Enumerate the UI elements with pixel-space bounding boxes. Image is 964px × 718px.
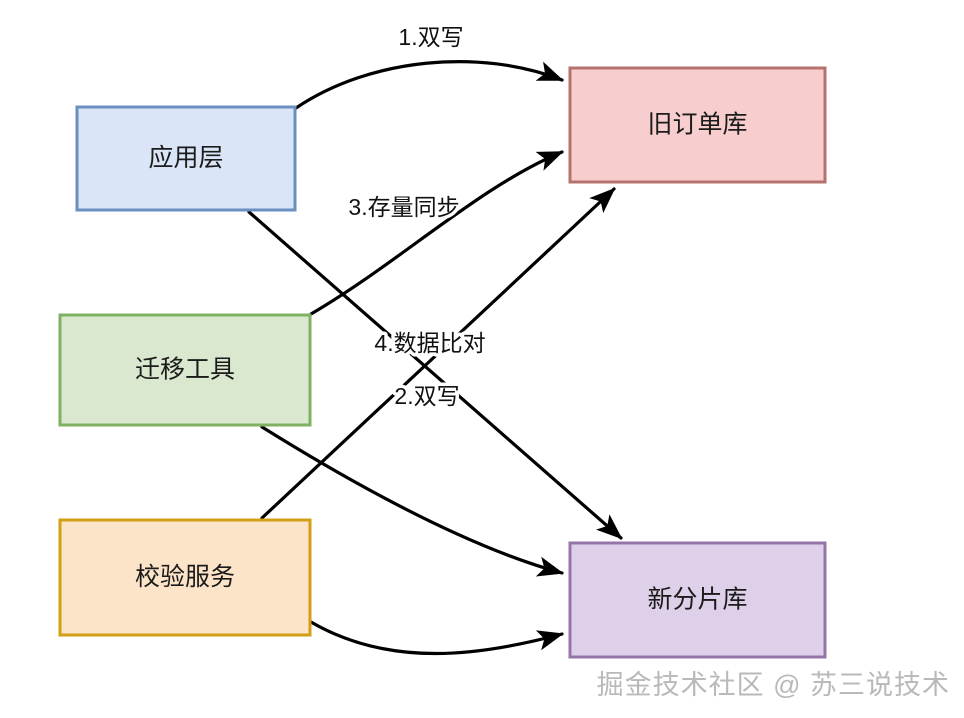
node-migration-tool[interactable]: 迁移工具 xyxy=(58,313,312,427)
node-label-old-order-db: 旧订单库 xyxy=(647,111,747,139)
node-new-shard-db[interactable]: 新分片库 xyxy=(568,541,827,659)
node-app-layer[interactable]: 应用层 xyxy=(75,105,297,212)
node-label-validation-service: 校验服务 xyxy=(135,563,235,591)
edge-label-halo: 3.存量同步 xyxy=(348,194,459,220)
node-box-migration-tool xyxy=(58,313,312,427)
edges-layer xyxy=(247,60,623,656)
edge-label-halo: 4.数据比对 xyxy=(374,330,485,356)
node-label-app-layer: 应用层 xyxy=(148,144,223,172)
edge-app-layer-to-old-order-db xyxy=(294,60,564,110)
edge-label-edge-migration-to-old: 3.存量同步 xyxy=(348,194,459,220)
edge-migration-tool-to-old-order-db xyxy=(309,150,564,316)
edge-migration-tool-to-new-shard-db xyxy=(260,425,564,577)
node-validation-service[interactable]: 校验服务 xyxy=(58,518,312,637)
node-box-validation-service xyxy=(58,518,312,637)
node-box-old-order-db xyxy=(568,66,827,184)
edge-label-halo: 1.双写 xyxy=(398,24,463,50)
node-label-new-shard-db: 新分片库 xyxy=(647,586,747,614)
edge-label-edge-validation-to-old: 4.数据比对 xyxy=(374,330,485,356)
edge-label-halo: 2.双写 xyxy=(394,383,459,409)
node-box-app-layer xyxy=(75,105,297,212)
node-box-new-shard-db xyxy=(568,541,827,659)
node-label-migration-tool: 迁移工具 xyxy=(135,356,235,384)
node-old-order-db[interactable]: 旧订单库 xyxy=(568,66,827,184)
watermark-text: 掘金技术社区 @ 苏三说技术 xyxy=(597,670,950,700)
edge-app-layer-to-new-shard-db xyxy=(247,210,623,540)
edge-label-edge-app-to-old: 1.双写 xyxy=(398,24,463,50)
edge-label-edge-app-to-new: 2.双写 xyxy=(394,383,459,409)
edge-validation-service-to-new-shard-db xyxy=(309,620,564,656)
